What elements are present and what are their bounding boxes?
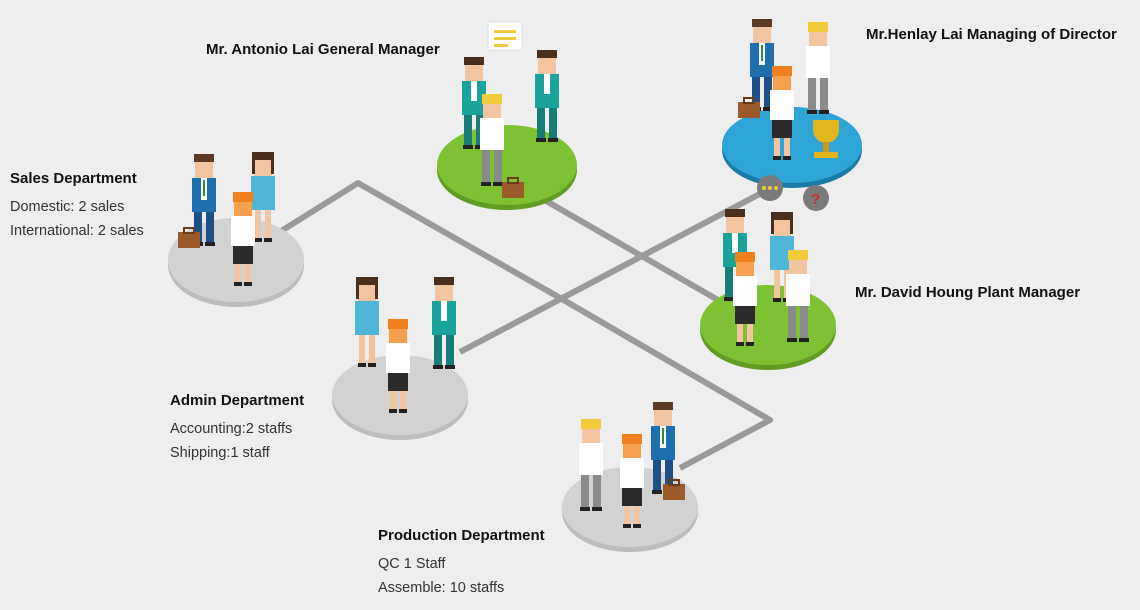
production-line: QC 1 Staff (378, 556, 446, 572)
sales-info: Sales Department Domestic: 2 sales Inter… (10, 170, 144, 243)
general-manager-label: Mr. Antonio Lai General Manager (206, 41, 440, 58)
question-bubble-icon: ? (803, 185, 829, 211)
production-group (562, 402, 698, 552)
production-line: Assemble: 10 staffs (378, 580, 505, 596)
plant-platform (700, 285, 836, 365)
speech-bubble-icon (487, 21, 523, 51)
admin-line: Accounting:2 staffs (170, 421, 293, 437)
admin-person (355, 277, 379, 367)
managing-director-label: Mr.Henlay Lai Managing of Director (866, 26, 1117, 43)
admin-title: Admin Department (170, 392, 305, 409)
plant-manager-label: Mr. David Houng Plant Manager (855, 284, 1081, 301)
general-manager-group (437, 21, 577, 210)
connector-sales-production (268, 180, 773, 471)
admin-info: Admin Department Accounting:2 staffs Shi… (170, 392, 304, 465)
sales-title: Sales Department (10, 170, 137, 187)
connector-admin-director (458, 175, 792, 355)
svg-text:?: ? (811, 191, 820, 208)
sales-line: International: 2 sales (10, 223, 144, 239)
md-person (806, 22, 830, 114)
admin-line: Shipping:1 staff (170, 445, 270, 461)
speech-bubble-icon (757, 175, 783, 201)
plant-manager-group: ? (700, 175, 836, 370)
admin-group (332, 277, 468, 440)
sales-line: Domestic: 2 sales (10, 199, 125, 215)
sales-group (168, 152, 304, 307)
production-info: Production Department QC 1 Staff Assembl… (378, 527, 545, 600)
gm-person (535, 50, 559, 142)
trophy-icon (813, 120, 839, 158)
admin-person (432, 277, 456, 369)
managing-director-group (722, 19, 862, 188)
production-title: Production Department (378, 527, 545, 544)
